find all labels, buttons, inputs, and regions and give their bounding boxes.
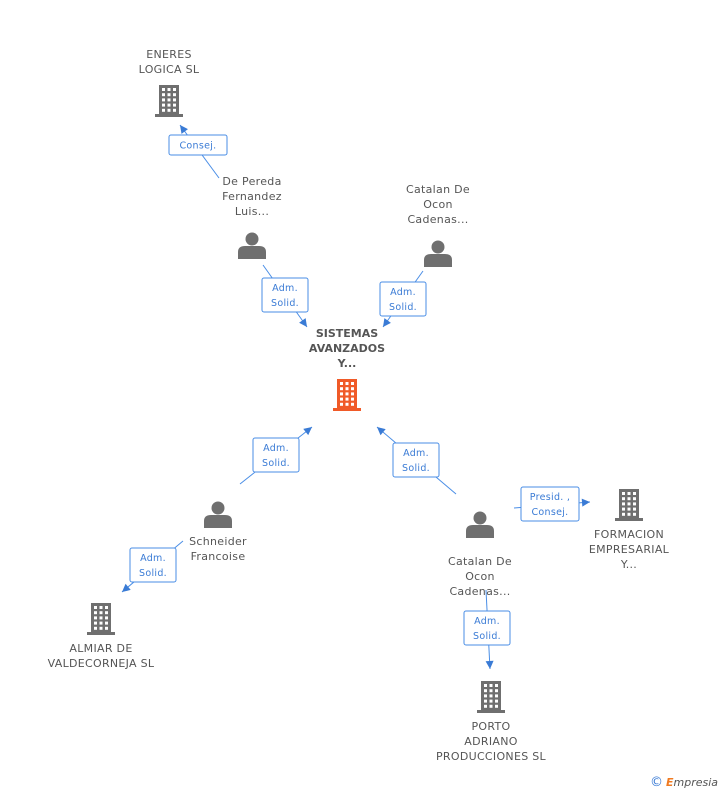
person-catalan2-label-line: Ocon [465,570,495,583]
company-porto-label: PORTO ADRIANO PRODUCCIONES SL [436,720,547,763]
person-pereda-label-line: Fernandez [222,190,282,203]
edge-catalan2-center: Adm. Solid. [376,426,457,495]
arrow-head-icon [377,427,386,436]
company-porto-label-line: ADRIANO [464,735,517,748]
edge-label: Presid. , Consej. [530,492,570,518]
arrow-head-icon [383,318,391,327]
edge-label-line: Solid. [139,568,167,579]
person-schneider-label-line: Schneider [189,535,247,548]
arrow-head-icon [299,318,307,327]
edge-label: Consej. [179,141,216,152]
edge-label: Adm. Solid. [402,448,430,474]
company-almiar-label-line: VALDECORNEJA SL [48,657,155,670]
center-company-label-line: AVANZADOS [309,342,385,355]
edge-label-box[interactable] [168,134,228,156]
center-company-label-line: SISTEMAS [316,327,378,340]
edge-label: Adm. Solid. [139,553,167,579]
center-company-icon[interactable] [333,379,361,411]
edge-label-box[interactable] [129,547,177,583]
brand-name: mpresia [673,776,719,789]
edge-label-line: Solid. [473,631,501,642]
edge-label-line: Solid. [262,458,290,469]
company-almiar-building-icon[interactable] [87,603,115,635]
company-eneres-building-icon[interactable] [155,85,183,117]
edge-label-line: Consej. [531,507,568,518]
company-almiar-label: ALMIAR DE VALDECORNEJA SL [48,642,155,670]
arrow-head-icon [122,583,131,592]
edge-label: Adm. Solid. [473,616,501,642]
edge-label-box[interactable] [463,610,511,646]
person-catalan2-label-line: Catalan De [448,555,512,568]
person-pereda-icon[interactable] [238,232,266,260]
edge-label-box[interactable] [392,442,440,478]
center-company-label-line: Y... [337,357,357,370]
copyright-icon: © [650,775,663,790]
arrow-head-icon [303,427,312,436]
footer-brand: ©Empresia [650,775,718,790]
company-formacion-label-line: FORMACION [594,528,664,541]
person-pereda-label-line: Luis... [235,205,269,218]
edge-label-box[interactable] [252,437,300,473]
company-eneres-label-line: ENERES [146,48,192,61]
arrow-head-icon [485,660,494,669]
company-eneres-label-line: LOGICA SL [139,63,200,76]
person-schneider-icon[interactable] [204,501,232,529]
relationship-graph: Consej.Adm.Solid.Adm.Solid.Adm.Solid.Adm… [48,48,670,763]
person-catalan1-label-line: Ocon [423,198,453,211]
edge-schneider-almiar: Adm. Solid. [121,540,184,593]
person-catalan1-label-line: Catalan De [406,183,470,196]
company-porto-building-icon[interactable] [477,681,505,713]
company-formacion-label: FORMACION EMPRESARIAL Y... [589,528,670,571]
edge-label-line: Adm. [272,283,298,294]
edge-catalan1-center: Adm. Solid. [379,270,427,328]
edge-label: Adm. Solid. [271,283,299,309]
edge-label-line: Adm. [140,553,166,564]
edge-label-line: Solid. [271,298,299,309]
arrow-head-icon [180,125,188,134]
company-formacion-label-line: EMPRESARIAL [589,543,670,556]
edge-label-line: Presid. , [530,492,570,503]
edge-label-line: Solid. [402,463,430,474]
company-eneres-label: ENERES LOGICA SL [139,48,200,76]
edge-label-line: Adm. [390,287,416,298]
company-formacion-building-icon[interactable] [615,489,643,521]
company-porto-label-line: PORTO [471,720,510,733]
edge-label-line: Adm. [263,443,289,454]
edge-label-box[interactable] [379,281,427,317]
company-almiar-label-line: ALMIAR DE [69,642,132,655]
edge-label-box[interactable] [520,486,580,522]
edge-label: Adm. Solid. [389,287,417,313]
company-porto-label-line: PRODUCCIONES SL [436,750,547,763]
edge-label-line: Adm. [474,616,500,627]
edge-label: Adm. Solid. [262,443,290,469]
person-catalan1-label-line: Cadenas... [407,213,468,226]
brand-initial: E [666,776,674,789]
edge-schneider-center: Adm. Solid. [239,426,313,485]
edge-pereda-eneres: Consej. [168,124,228,179]
edge-label-line: Consej. [179,141,216,152]
person-catalan1-icon[interactable] [424,240,452,268]
edge-pereda-center: Adm. Solid. [261,264,309,328]
edge-catalan2-porto: Adm. Solid. [463,589,511,670]
edge-label-box[interactable] [261,277,309,313]
person-catalan2-icon[interactable] [466,511,494,539]
person-schneider-label-line: Francoise [191,550,246,563]
person-pereda-label-line: De Pereda [222,175,281,188]
edge-catalan2-formacion: Presid. , Consej. [513,486,591,522]
person-catalan2-label-line: Cadenas... [449,585,510,598]
edge-label-line: Solid. [389,302,417,313]
company-formacion-label-line: Y... [620,558,637,571]
edge-label-line: Adm. [403,448,429,459]
center-company-label: SISTEMAS AVANZADOS Y... [309,327,385,370]
arrow-head-icon [581,498,590,507]
